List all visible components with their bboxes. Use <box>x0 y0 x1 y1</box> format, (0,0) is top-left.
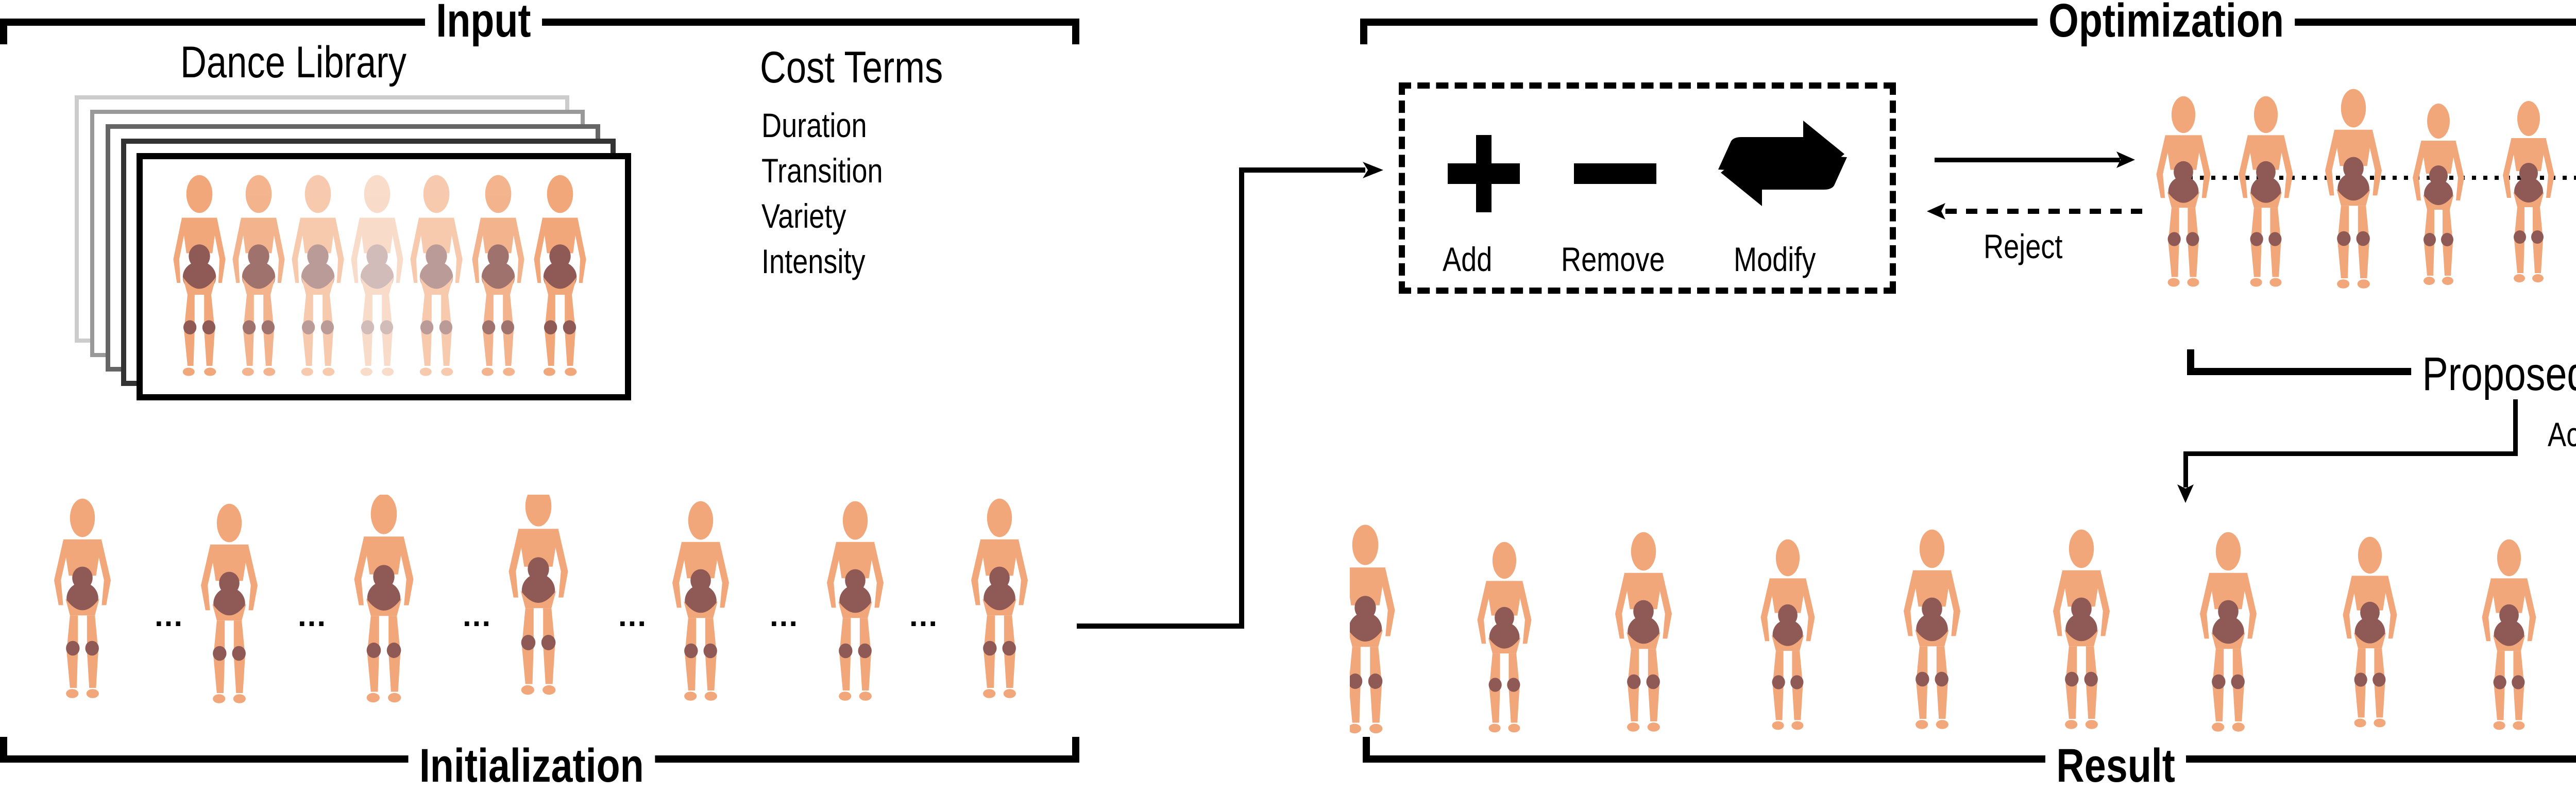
init-separator-2: ... <box>298 598 327 633</box>
op-add-label[interactable]: Add <box>1443 240 1493 278</box>
init-separator-3: ... <box>463 598 492 633</box>
op-modify-label[interactable]: Modify <box>1734 240 1816 278</box>
accept-connector-vertical <box>2513 399 2518 456</box>
op-remove-label[interactable]: Remove <box>1561 240 1665 278</box>
plus-icon[interactable] <box>1443 135 1525 212</box>
reject-label: Reject <box>1984 227 2063 265</box>
result-bracket <box>1363 737 2576 763</box>
connector-init-vertical <box>1239 167 1244 629</box>
optimization-title: Optimization <box>2037 0 2295 44</box>
cost-term-intensity: Intensity <box>761 242 866 280</box>
cost-term-variety: Variety <box>761 197 846 235</box>
accept-connector-horizontal <box>2183 451 2518 456</box>
library-frame-5 <box>137 153 631 400</box>
connector-init-horizontal <box>1077 624 1244 629</box>
connector-init-top <box>1239 167 1365 173</box>
accept-connector-down <box>2183 451 2188 487</box>
cost-term-duration: Duration <box>761 106 867 144</box>
operations-box <box>1399 82 1896 294</box>
result-figures <box>1350 525 2536 734</box>
init-separator-5: ... <box>770 598 799 633</box>
init-separator-1: ... <box>155 598 184 633</box>
arrow-head-right-icon <box>2116 151 2135 168</box>
swap-arrows-icon[interactable] <box>1716 120 1850 207</box>
dance-clip-figures <box>173 175 586 376</box>
result-title: Result <box>2045 742 2187 789</box>
reject-arrow <box>1927 203 2143 220</box>
initialization-title: Initialization <box>408 742 655 789</box>
arrow-head-right-icon <box>1363 162 1383 178</box>
init-separator-4: ... <box>618 598 648 633</box>
accept-label: Accept <box>2548 415 2576 453</box>
proposed-title: Proposed <box>2411 350 2576 398</box>
proposed-figures <box>2156 89 2576 289</box>
optimization-bracket <box>1360 19 2576 44</box>
init-separator-6: ... <box>909 598 939 633</box>
arrow-to-proposed-shaft <box>1935 158 2120 162</box>
cost-term-transition: Transition <box>761 151 883 190</box>
dance-library-title: Dance Library <box>180 38 406 87</box>
cost-terms-title: Cost Terms <box>760 43 943 92</box>
input-title: Input <box>425 0 542 44</box>
arrow-head-down-icon <box>2177 484 2194 503</box>
minus-icon[interactable] <box>1574 163 1656 184</box>
